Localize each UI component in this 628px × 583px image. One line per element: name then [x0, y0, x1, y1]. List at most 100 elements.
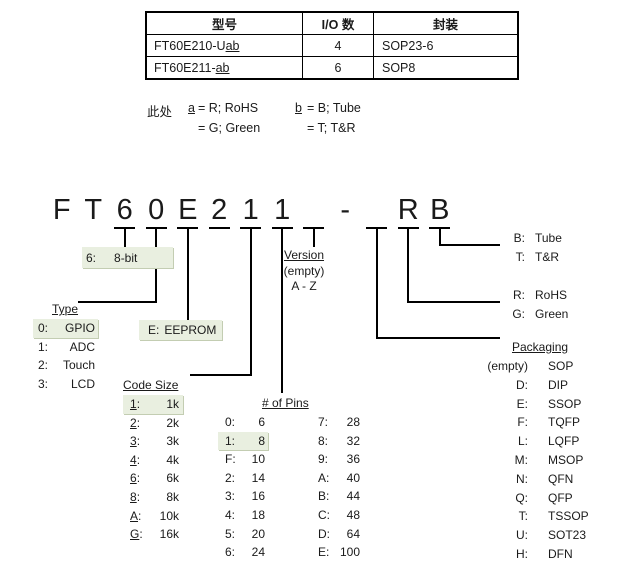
item-value: 8 [258, 433, 265, 448]
pins-item: 7: 28 [311, 413, 363, 432]
connector-pins-vertical [281, 229, 283, 393]
slot-underline [366, 227, 388, 229]
item-value: LCD [70, 376, 95, 391]
connector-type-horizontal [78, 301, 157, 303]
item-key: 8: [318, 433, 329, 448]
slot-underline [114, 227, 136, 229]
cell-model: FT60E211-ab [145, 56, 303, 80]
item-key: G: [512, 306, 525, 321]
note-b-line1: = B; Tube [307, 101, 361, 115]
header-io-count: I/O 数 [302, 11, 374, 35]
cell-package: SOP8 [373, 56, 519, 80]
item-key: Q: [515, 490, 528, 505]
item-key: D: [516, 377, 528, 392]
model-suffix: ab [215, 60, 230, 75]
part-number-slot: 0 [141, 195, 173, 229]
packaging-items: (empty) SOP D: DIP E: SSOP F: TQFP L: LQ… [470, 357, 600, 564]
item-value: 6 [258, 415, 265, 429]
model-suffix: ab [225, 38, 240, 53]
item-key: L: [517, 434, 528, 449]
code-size-items: 1: 1k 2: 2k 3: 3k 4: 4k 6: 6k 8: 8k [123, 395, 183, 544]
item-key: R: [513, 288, 525, 302]
type-list-items: 0: GPIO 1: ADC 2: Touch 3: LCD [33, 319, 98, 393]
note-a-line2: = G; Green [198, 121, 261, 135]
pins-item: 8: 32 [311, 432, 363, 451]
pins-list: # of Pins 0: 6 1: 8 F: 10 2: 14 3: 16 [218, 396, 363, 559]
model-text: FT60E210-U [154, 38, 226, 53]
type-list-item: 2: Touch [33, 356, 98, 375]
connector-bit-tick [124, 229, 126, 247]
item-value: 32 [346, 433, 360, 448]
pins-item: 1: 8 [218, 431, 268, 451]
table-row: FT60E211-ab 6 SOP8 [145, 56, 519, 80]
pins-item: 5: 20 [218, 525, 268, 544]
item-key: 3: [130, 434, 141, 449]
code-size-item: G: 16k [123, 525, 183, 544]
item-value: TSSOP [548, 509, 589, 524]
item-key: 5: [225, 526, 236, 541]
item-value: QFP [548, 490, 573, 505]
item-key: 0: [225, 415, 236, 429]
connector-eeprom-vertical [187, 229, 189, 321]
item-value: 6k [166, 471, 179, 486]
item-value: 16k [159, 527, 179, 542]
item-value: 64 [346, 526, 360, 541]
note-b-line2: = T; T&R [307, 121, 356, 135]
packaging-item: M: MSOP [470, 451, 600, 470]
code-size-item: 4: 4k [123, 451, 183, 470]
item-value: 20 [251, 526, 265, 541]
part-number-slot: T [78, 195, 110, 229]
tube-legend: B: Tube T: T&R [505, 229, 600, 266]
item-value: 28 [346, 415, 360, 429]
connector-codesize-horizontal [190, 374, 252, 376]
note-a-line1: = R; RoHS [198, 101, 259, 115]
item-value: T&R [535, 249, 559, 264]
part-number-char [298, 195, 330, 225]
pins-item: 2: 14 [218, 469, 268, 488]
item-value: 1k [166, 397, 179, 411]
item-key: 2: [130, 415, 141, 430]
item-key: B: [318, 489, 330, 504]
item-key: A: [318, 470, 330, 485]
item-value: 4k [166, 452, 179, 467]
cell-io: 6 [302, 56, 374, 80]
spec-table: 型号 I/O 数 封装 FT60E210-Uab 4 SOP23-6 FT60E… [145, 11, 519, 80]
item-key: M: [514, 452, 528, 467]
item-value: SOP [548, 359, 574, 373]
part-number-slot: 2 [204, 195, 236, 229]
item-key: 0: [38, 321, 49, 335]
pins-column-2: 7: 28 8: 32 9: 36 A: 40 B: 44 C: 48 [311, 413, 363, 562]
slot-underline [271, 227, 293, 229]
part-number-slot: F [46, 195, 78, 229]
item-key: 3: [225, 489, 236, 504]
model-text: FT60E211- [154, 60, 216, 75]
packaging-item: Q: QFP [470, 489, 600, 508]
part-number-slot: E [172, 195, 204, 229]
item-key: 8: [130, 489, 141, 504]
item-value: RoHS [535, 288, 568, 302]
connector-packaging-horizontal [377, 337, 500, 339]
item-value: MSOP [548, 452, 584, 467]
item-key: 3: [38, 376, 49, 391]
part-number-char: - [340, 194, 351, 226]
part-number-slot: - [330, 195, 362, 229]
type-list: Type 0: GPIO 1: ADC 2: Touch 3: LCD [33, 302, 98, 393]
connector-tube-horizontal [440, 244, 500, 246]
slot-underline [397, 227, 419, 229]
item-value: Touch [62, 358, 95, 373]
version-empty: (empty) [283, 263, 325, 278]
item-value: 14 [251, 470, 265, 485]
bit-key: 6: [86, 250, 97, 265]
code-size-item: 8: 8k [123, 488, 183, 507]
item-key: E: [318, 545, 330, 560]
packaging-item: D: DIP [470, 376, 600, 395]
part-number-char: B [430, 194, 450, 226]
item-value: TQFP [548, 415, 580, 430]
part-number-char: 0 [148, 194, 165, 226]
part-number-slot [298, 195, 330, 229]
part-number-char: F [52, 194, 71, 226]
part-number-char: 2 [211, 194, 228, 226]
part-number-slot: 1 [267, 195, 299, 229]
connector-tube-vertical [439, 229, 441, 246]
code-size-item: 2: 2k [123, 414, 183, 433]
